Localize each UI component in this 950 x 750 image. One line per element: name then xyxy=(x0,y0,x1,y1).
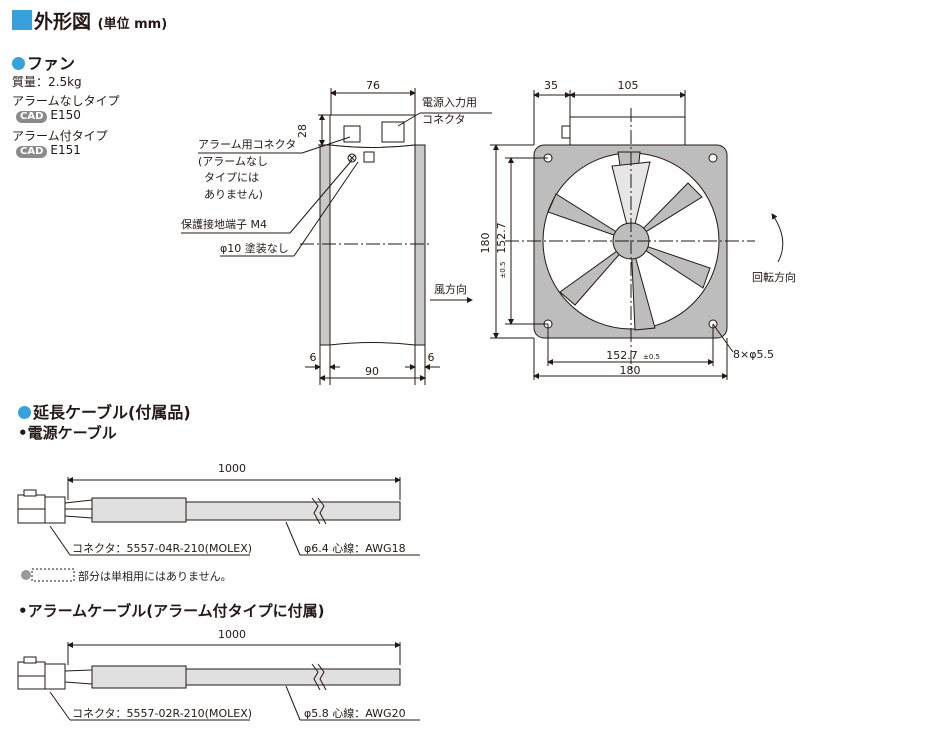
unit-label: (単位 mm) xyxy=(97,17,168,32)
title-text: 外形図 xyxy=(34,11,92,33)
power-cable-length: 1000 xyxy=(218,462,246,475)
legend-text: 部分は単相用にはありません。 xyxy=(78,569,232,583)
cable-heading-text: 延長ケーブル(付属品) xyxy=(33,403,191,422)
label-alarm-note-1: (アラームなし xyxy=(198,155,268,168)
label-rotation: 回転方向 xyxy=(752,270,796,284)
alarm-cable-length: 1000 xyxy=(218,628,246,641)
dim-28: 28 xyxy=(296,124,309,138)
dim-180-horizontal: 180 xyxy=(620,364,641,377)
power-cable-title: •電源ケーブル xyxy=(18,424,117,442)
label-power-connector-1: 電源入力用 xyxy=(422,95,477,109)
cad-badge: CAD xyxy=(16,111,48,123)
fan-heading: ファン xyxy=(12,50,75,74)
bullet-icon xyxy=(18,406,31,419)
fan-type-no-alarm: アラームなしタイプ xyxy=(12,94,120,108)
label-alarm-connector: アラーム用コネクタ xyxy=(198,138,296,151)
label-airflow: 風方向 xyxy=(434,282,467,296)
label-uncoated: φ10 塗装なし xyxy=(220,241,289,255)
legend-marker-icon xyxy=(21,570,31,580)
title-square-icon xyxy=(12,10,32,30)
front-view xyxy=(490,90,784,380)
dim-76: 76 xyxy=(366,79,380,92)
tol-horizontal: ±0.5 xyxy=(643,353,660,361)
fan-heading-text: ファン xyxy=(27,54,76,73)
power-cable-drawing xyxy=(17,477,420,556)
dim-6-left: 6 xyxy=(310,351,317,364)
dim-152-7-vertical: 152.7 xyxy=(495,222,508,254)
alarm-connector-spec: コネクタ：5557-02R-210(MOLEX) xyxy=(72,707,252,720)
dim-6-right: 6 xyxy=(428,351,435,364)
dim-152-7-horizontal: 152.7 xyxy=(606,349,638,362)
label-ground-terminal: 保護接地端子 M4 xyxy=(181,217,267,231)
dim-180-vertical: 180 xyxy=(479,233,492,254)
page-title: 外形図 (単位 mm) xyxy=(12,7,167,34)
cad-code: E150 xyxy=(50,108,81,122)
dim-35: 35 xyxy=(544,79,558,92)
fan-mass: 質量：2.5kg xyxy=(12,75,82,89)
tol-vertical: ±0.5 xyxy=(499,262,507,279)
bullet-icon xyxy=(12,57,25,70)
dim-90: 90 xyxy=(365,365,379,378)
label-holes: 8×φ5.5 xyxy=(733,348,774,361)
alarm-cable-title: •アラームケーブル(アラーム付タイプに付属) xyxy=(18,602,325,620)
cable-section-heading: 延長ケーブル(付属品) xyxy=(18,399,191,423)
cad-badge: CAD xyxy=(16,146,48,158)
cad-code: E151 xyxy=(50,143,81,157)
alarm-cable-spec: φ5.8 心線：AWG20 xyxy=(304,706,406,720)
alarm-cable-drawing xyxy=(17,642,420,721)
fan-type-alarm: アラーム付タイプ xyxy=(12,129,108,143)
power-connector-spec: コネクタ：5557-04R-210(MOLEX) xyxy=(72,542,252,555)
label-power-connector-2: コネクタ xyxy=(422,113,466,126)
power-cable-spec: φ6.4 心線：AWG18 xyxy=(304,541,406,555)
label-alarm-note-3: ありません) xyxy=(204,188,263,201)
dim-105: 105 xyxy=(618,79,639,92)
legend-dashed-box xyxy=(31,568,75,582)
side-view xyxy=(181,88,492,385)
label-alarm-note-2: タイプには xyxy=(204,171,259,184)
